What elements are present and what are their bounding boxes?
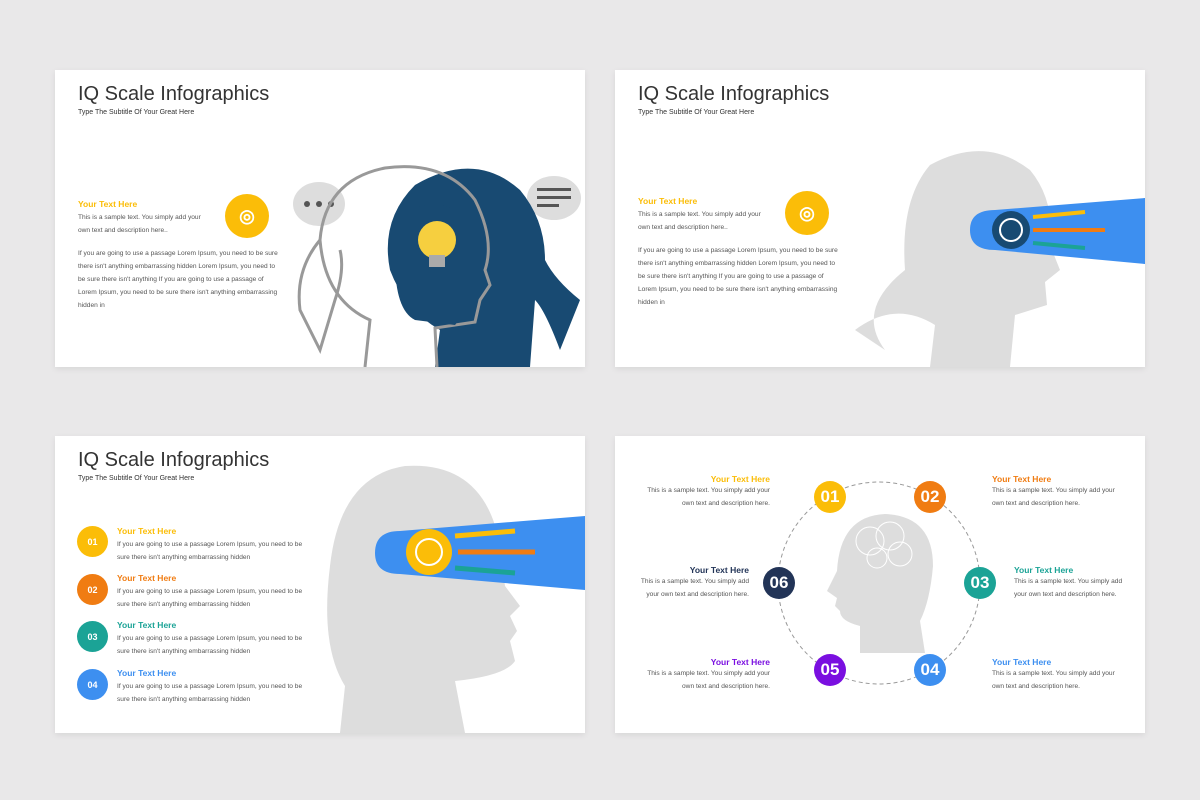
target-icon: ◎ [785,191,829,235]
head-illustration [855,151,1145,367]
item-text: This is a sample text. You simply add yo… [647,487,770,507]
short-text: This is a sample text. You simply add yo… [638,211,761,231]
step-heading: Your Text Here [117,526,177,536]
text-heading: Your Text Here [78,199,138,209]
step-heading: Your Text Here [117,573,177,583]
step-badge-03: 03 [77,621,108,652]
item-text: This is a sample text. You simply add yo… [640,578,749,598]
slide-1[interactable]: IQ Scale Infographics Type The Subtitle … [55,70,585,367]
item-heading: Your Text Here [710,657,770,667]
step-badge-04: 04 [77,669,108,700]
target-icon: ◎ [225,194,269,238]
slide-3[interactable]: IQ Scale Infographics Type The Subtitle … [55,436,585,733]
step-badge-02: 02 [914,481,946,513]
item-01: Your Text Here This is a sample text. Yo… [635,474,770,510]
slide-title: IQ Scale Infographics [78,83,270,105]
item-02: Your Text Here This is a sample text. Yo… [992,474,1127,510]
step-badge-02: 02 [77,574,108,605]
slide-subtitle: Type The Subtitle Of Your Great Here [78,109,195,116]
step-badge-01: 01 [814,481,846,513]
step-text: If you are going to use a passage Lorem … [117,635,303,655]
step-badge-05: 05 [814,654,846,686]
step-heading: Your Text Here [117,668,177,678]
step-badge-06: 06 [763,567,795,599]
step-text: If you are going to use a passage Lorem … [117,683,303,703]
item-text: This is a sample text. You simply add yo… [992,487,1115,507]
heads-illustration [293,165,581,367]
step-badge-04: 04 [914,654,946,686]
step-heading: Your Text Here [117,620,177,630]
item-heading: Your Text Here [992,657,1052,667]
slide-4[interactable]: 01 02 03 04 05 06 Your Text Here This is… [615,436,1145,733]
item-heading: Your Text Here [689,565,749,575]
item-06: Your Text Here This is a sample text. Yo… [633,565,749,601]
slide-2[interactable]: IQ Scale Infographics Type The Subtitle … [615,70,1145,367]
step-badge-01: 01 [77,526,108,557]
item-03: Your Text Here This is a sample text. Yo… [1014,565,1132,601]
step-text: If you are going to use a passage Lorem … [117,541,303,561]
item-text: This is a sample text. You simply add yo… [647,670,770,690]
step-text: If you are going to use a passage Lorem … [117,588,303,608]
short-text: This is a sample text. You simply add yo… [78,214,201,234]
item-text: This is a sample text. You simply add yo… [1014,578,1123,598]
head-illustration [327,465,585,733]
slide-subtitle: Type The Subtitle Of Your Great Here [78,475,195,482]
item-heading: Your Text Here [992,474,1052,484]
long-text: If you are going to use a passage Lorem … [78,250,278,309]
item-heading: Your Text Here [1014,565,1074,575]
item-heading: Your Text Here [710,474,770,484]
item-05: Your Text Here This is a sample text. Yo… [635,657,770,693]
slide-title: IQ Scale Infographics [638,83,830,105]
item-04: Your Text Here This is a sample text. Yo… [992,657,1127,693]
text-heading: Your Text Here [638,196,698,206]
item-text: This is a sample text. You simply add yo… [992,670,1115,690]
long-text: If you are going to use a passage Lorem … [638,247,838,306]
slide-subtitle: Type The Subtitle Of Your Great Here [638,109,755,116]
step-badge-03: 03 [964,567,996,599]
slide-title: IQ Scale Infographics [78,449,270,471]
